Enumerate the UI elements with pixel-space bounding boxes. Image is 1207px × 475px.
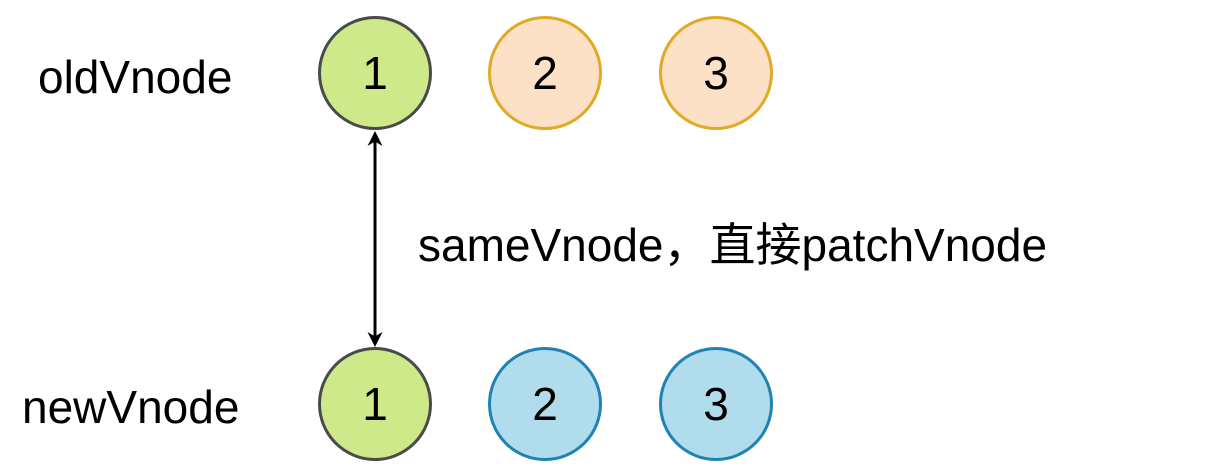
old-vnode-label: oldVnode xyxy=(38,51,233,103)
new-node-2: 2 xyxy=(488,347,602,461)
old-node-2: 2 xyxy=(488,16,602,130)
new-vnode-label: newVnode xyxy=(22,381,240,433)
new-node-1: 1 xyxy=(318,347,432,461)
new-node-3: 3 xyxy=(659,347,773,461)
connector-label: sameVnode，直接patchVnode xyxy=(418,219,1048,271)
old-node-1: 1 xyxy=(318,16,432,130)
old-node-3: 3 xyxy=(659,16,773,130)
